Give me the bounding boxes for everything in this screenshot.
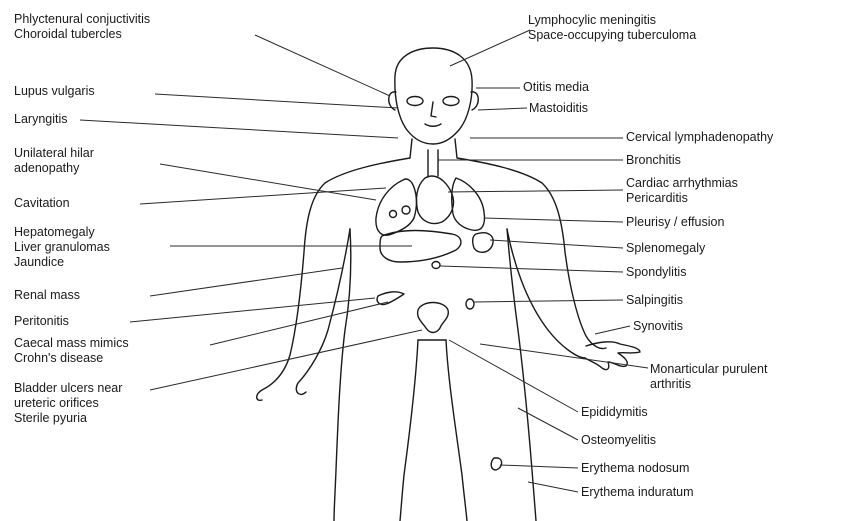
right-leg-inner xyxy=(446,340,467,521)
label-osteomyelitis: Osteomyelitis xyxy=(581,433,656,448)
salpinx xyxy=(466,299,474,309)
label-erythema-induratum: Erythema induratum xyxy=(581,485,694,500)
right-eye xyxy=(443,97,459,106)
leader-r8 xyxy=(440,266,623,272)
label-cardiac-arrhythmias: Cardiac arrhythmias Pericarditis xyxy=(626,176,738,206)
spleen xyxy=(473,233,493,253)
leader-l8 xyxy=(210,302,388,345)
leader-l3 xyxy=(160,164,376,200)
label-synovitis: Synovitis xyxy=(633,319,683,334)
label-pleurisy: Pleurisy / effusion xyxy=(626,215,724,230)
label-epididymitis: Epididymitis xyxy=(581,405,648,420)
left-eye xyxy=(407,97,423,106)
leader-r2 xyxy=(478,108,527,110)
label-phlyctenular-conjunctivitis: Phlyctenural conjuctivitis Choroidal tub… xyxy=(14,12,150,42)
label-meningitis: Lymphocylic meningitis Space-occupying t… xyxy=(528,13,696,43)
leader-l7 xyxy=(130,298,375,322)
trachea xyxy=(428,150,438,176)
label-hepatomegaly: Hepatomegaly Liver granulomas Jaundice xyxy=(14,225,110,270)
label-peritonitis: Peritonitis xyxy=(14,314,69,329)
label-otitis-media: Otitis media xyxy=(523,80,589,95)
leader-l6 xyxy=(150,268,342,296)
head-outline xyxy=(395,48,472,144)
label-mastoiditis: Mastoiditis xyxy=(529,101,588,116)
leader-l1 xyxy=(155,94,398,108)
leader-r13 xyxy=(518,408,578,440)
leader-r9 xyxy=(474,300,623,302)
label-cervical-lymphadenopathy: Cervical lymphadenopathy xyxy=(626,130,773,145)
leader-r14 xyxy=(500,465,578,468)
lung-nodule-2 xyxy=(402,206,410,214)
body-right-outline xyxy=(455,139,606,349)
label-spondylitis: Spondylitis xyxy=(626,265,686,280)
bladder xyxy=(418,303,449,333)
heart xyxy=(416,176,453,224)
label-caecal-mass: Caecal mass mimics Crohn's disease xyxy=(14,336,129,366)
leader-r6 xyxy=(484,218,623,222)
label-splenomegaly: Splenomegaly xyxy=(626,241,705,256)
leader-l2 xyxy=(80,120,398,138)
mouth xyxy=(425,124,441,126)
label-bronchitis: Bronchitis xyxy=(626,153,681,168)
leader-r15 xyxy=(528,482,578,492)
left-leg-inner xyxy=(400,340,418,521)
label-bladder-ulcers: Bladder ulcers near ureteric orifices St… xyxy=(14,381,122,426)
leader-r0 xyxy=(450,30,530,66)
leader-lines xyxy=(80,30,648,492)
right-lung xyxy=(452,178,485,230)
nose xyxy=(431,102,436,117)
renal-mass xyxy=(377,292,404,305)
label-laryngitis: Laryngitis xyxy=(14,112,68,127)
label-hilar-adenopathy: Unilateral hilar adenopathy xyxy=(14,146,94,176)
leader-l9 xyxy=(150,330,422,390)
spine-lesion xyxy=(432,262,440,269)
erythema-nodosum-lesion xyxy=(491,458,501,470)
label-renal-mass: Renal mass xyxy=(14,288,80,303)
leader-r12 xyxy=(449,340,578,412)
label-lupus-vulgaris: Lupus vulgaris xyxy=(14,84,95,99)
label-salpingitis: Salpingitis xyxy=(626,293,683,308)
label-erythema-nodosum: Erythema nodosum xyxy=(581,461,689,476)
label-cavitation: Cavitation xyxy=(14,196,70,211)
lung-nodule-1 xyxy=(390,211,397,218)
left-lung xyxy=(376,179,417,235)
leader-r10 xyxy=(595,326,630,334)
leader-l0 xyxy=(255,35,390,96)
label-monarticular-arthritis: Monarticular purulent arthritis xyxy=(650,362,767,392)
